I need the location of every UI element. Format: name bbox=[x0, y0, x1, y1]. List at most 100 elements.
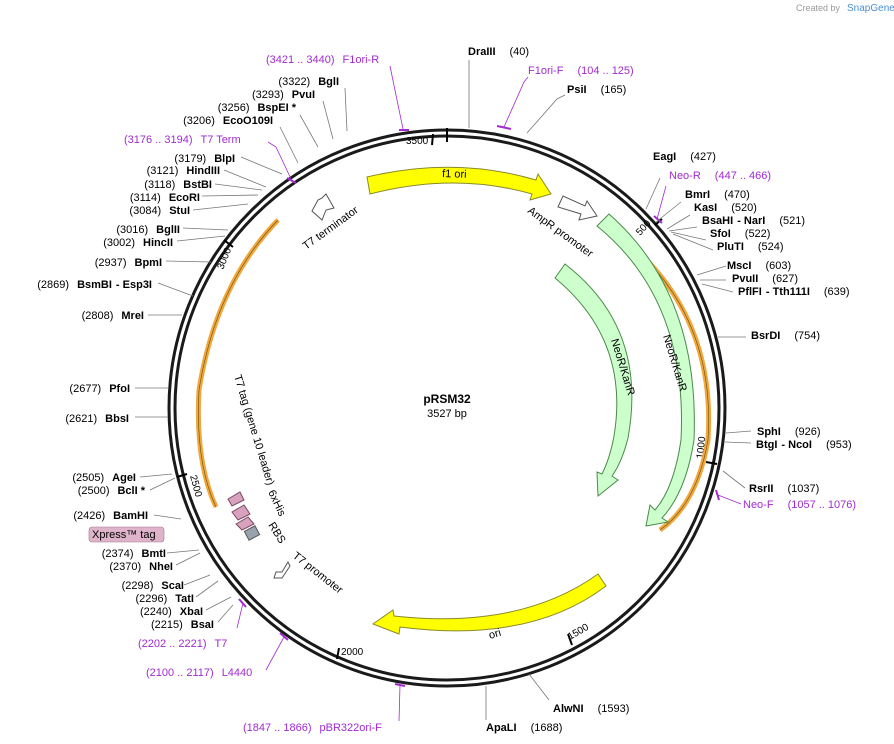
primer-mark-f1ori-f bbox=[496, 125, 512, 130]
svg-text:(2621)BbsI: (2621)BbsI bbox=[65, 413, 129, 425]
primer-range-f1ori-r: (3421 .. 3440) bbox=[266, 54, 335, 66]
svg-text:AlwNI(1593): AlwNI(1593) bbox=[553, 703, 629, 715]
site-bbsi: BbsI bbox=[105, 413, 129, 425]
site-sphi: SphI bbox=[757, 426, 781, 438]
svg-text:BsrDI(754): BsrDI(754) bbox=[751, 330, 820, 342]
feature-xpress-tag-arrow[interactable] bbox=[235, 516, 255, 531]
feature-neor-outer[interactable] bbox=[596, 213, 695, 527]
site-bstbi: BstBI bbox=[183, 179, 212, 191]
site-draiii: DraIII bbox=[468, 46, 496, 58]
svg-text:(2374)BmtI: (2374)BmtI bbox=[102, 548, 166, 560]
site-pvuii: PvuII bbox=[732, 273, 758, 285]
right-site-labels: DraIII(40) PsiI(165) EagI(427) BmrI(470)… bbox=[468, 46, 852, 734]
svg-text:PflFI- Tth111I(639): PflFI- Tth111I(639) bbox=[738, 286, 850, 298]
svg-text:(3002)HincII: (3002)HincII bbox=[103, 237, 173, 249]
svg-text:(2296)TatI: (2296)TatI bbox=[135, 593, 194, 605]
svg-text:(3206)EcoO109I: (3206)EcoO109I bbox=[183, 115, 273, 127]
ruler-tick-2000 bbox=[336, 647, 340, 660]
feature-label-f1-ori: f1 ori bbox=[442, 168, 467, 181]
feature-t7-tag-arrow[interactable] bbox=[227, 491, 245, 507]
svg-text:(3421 .. 3440)F1ori-R: (3421 .. 3440) F1ori-R bbox=[266, 54, 379, 66]
svg-text:BtgI- NcoI(953): BtgI- NcoI(953) bbox=[756, 439, 852, 451]
svg-text:(2100 .. 2117)L4440: (2100 .. 2117)L4440 bbox=[146, 667, 252, 679]
feature-his-tag-arrow[interactable] bbox=[231, 504, 251, 521]
site-btgi: BtgI bbox=[756, 439, 777, 451]
site-bglii: BglII bbox=[156, 224, 180, 236]
svg-text:RsrII(1037): RsrII(1037) bbox=[749, 483, 819, 495]
site-leaders bbox=[135, 60, 752, 720]
svg-text:(2426)BamHI: (2426)BamHI bbox=[73, 510, 148, 522]
site-nhei: NheI bbox=[149, 561, 173, 573]
feature-neor-inner[interactable] bbox=[554, 263, 633, 498]
ruler-label-3500: 3500 bbox=[406, 136, 429, 147]
site-ecoo109i: EcoO109I bbox=[223, 115, 273, 127]
primer-f1ori-r: F1ori-R bbox=[343, 54, 380, 66]
site-bspei: BspEI * bbox=[257, 102, 296, 114]
ruler-tick-1000 bbox=[705, 461, 718, 465]
svg-text:ApaLI(1688): ApaLI(1688) bbox=[486, 722, 562, 734]
site-bmri: BmrI bbox=[685, 189, 710, 201]
feature-t7-promoter[interactable] bbox=[273, 560, 291, 579]
svg-text:(3118)BstBI: (3118)BstBI bbox=[144, 179, 212, 191]
svg-text:BsaHI- NarI(521): BsaHI- NarI(521) bbox=[702, 215, 805, 227]
svg-text:(3179)BlpI: (3179)BlpI bbox=[174, 153, 235, 165]
svg-text:(3016)BglII: (3016)BglII bbox=[116, 224, 180, 236]
watermark-brand: SnapGene bbox=[847, 3, 894, 14]
svg-text:SphI(926): SphI(926) bbox=[757, 426, 821, 438]
svg-text:Neo-R(447 .. 466): Neo-R(447 .. 466) bbox=[669, 170, 771, 182]
svg-text:(3084)StuI: (3084)StuI bbox=[129, 205, 190, 217]
site-bpmi: BpmI bbox=[135, 257, 163, 269]
site-tati: TatI bbox=[175, 593, 194, 605]
svg-text:(3293)PvuI: (3293)PvuI bbox=[252, 89, 315, 101]
svg-text:PluTI(524): PluTI(524) bbox=[717, 241, 784, 253]
site-ncoi: NcoI bbox=[788, 439, 812, 451]
svg-text:PsiI(165): PsiI(165) bbox=[567, 84, 626, 96]
left-site-labels: (3322)BglI (3293)PvuI (3256)BspEI * (320… bbox=[37, 76, 339, 631]
feature-t7-terminator[interactable] bbox=[311, 193, 335, 221]
xpress-tag-label: Xpress™ tag bbox=[92, 529, 156, 541]
svg-text:(2505)AgeI: (2505)AgeI bbox=[72, 472, 136, 484]
primer-leaders bbox=[236, 65, 742, 722]
svg-text:EagI(427): EagI(427) bbox=[653, 151, 716, 163]
primer-range-neo-f: (1057 .. 1076) bbox=[788, 499, 857, 511]
feature-label-ori: ori bbox=[487, 627, 502, 642]
feature-expression-orf-outline bbox=[198, 219, 279, 508]
site-xbai: XbaI bbox=[180, 606, 203, 618]
site-hincii: HincII bbox=[143, 237, 173, 249]
site-tth111i: Tth111I bbox=[773, 286, 810, 298]
site-bsrdi: BsrDI bbox=[751, 330, 780, 342]
site-ecori: EcoRI bbox=[169, 192, 200, 204]
site-bsai: BsaI bbox=[191, 619, 214, 631]
site-bsahi: BsaHI bbox=[702, 215, 733, 227]
svg-text:(2240)XbaI: (2240)XbaI bbox=[140, 606, 203, 618]
svg-text:(3322)BglI: (3322)BglI bbox=[278, 76, 339, 88]
ruler-tick-500 bbox=[654, 218, 663, 226]
site-rsrii: RsrII bbox=[749, 483, 773, 495]
svg-text:KasI(520): KasI(520) bbox=[694, 202, 757, 214]
primer-mark-neo-r bbox=[653, 215, 663, 224]
feature-rbs[interactable] bbox=[243, 525, 261, 541]
svg-text:(2202 .. 2221)T7: (2202 .. 2221)T7 bbox=[138, 638, 227, 650]
site-psii: PsiI bbox=[567, 84, 587, 96]
site-pflfi: PflFI bbox=[738, 286, 762, 298]
primer-t7term: T7 Term bbox=[201, 134, 241, 146]
feature-ampr-promoter[interactable] bbox=[557, 195, 598, 221]
feature-label-t7-terminator: T7 terminator bbox=[301, 204, 361, 252]
site-msci: MscI bbox=[727, 260, 751, 272]
site-nari: NarI bbox=[744, 215, 765, 227]
feature-ori[interactable] bbox=[371, 573, 607, 635]
ruler-tick-2500 bbox=[176, 473, 188, 478]
feature-label-rbs: RBS bbox=[265, 520, 287, 546]
svg-text:BmrI(470): BmrI(470) bbox=[685, 189, 750, 201]
svg-text:(1847 .. 1866)pBR322ori-F: (1847 .. 1866)pBR322ori-F bbox=[243, 722, 382, 734]
site-mrei: MreI bbox=[121, 310, 144, 322]
primer-mark-neo-f bbox=[715, 489, 720, 501]
site-bcli: BclI * bbox=[117, 485, 145, 497]
xpress-tag-box[interactable] bbox=[88, 526, 165, 543]
site-bsmbi: BsmBI bbox=[77, 279, 112, 291]
svg-text:SfoI(522): SfoI(522) bbox=[710, 228, 770, 240]
feature-f1-ori[interactable] bbox=[366, 166, 552, 201]
plasmid-name: pRSM32 bbox=[423, 392, 471, 406]
site-apali: ApaLI bbox=[486, 722, 517, 734]
